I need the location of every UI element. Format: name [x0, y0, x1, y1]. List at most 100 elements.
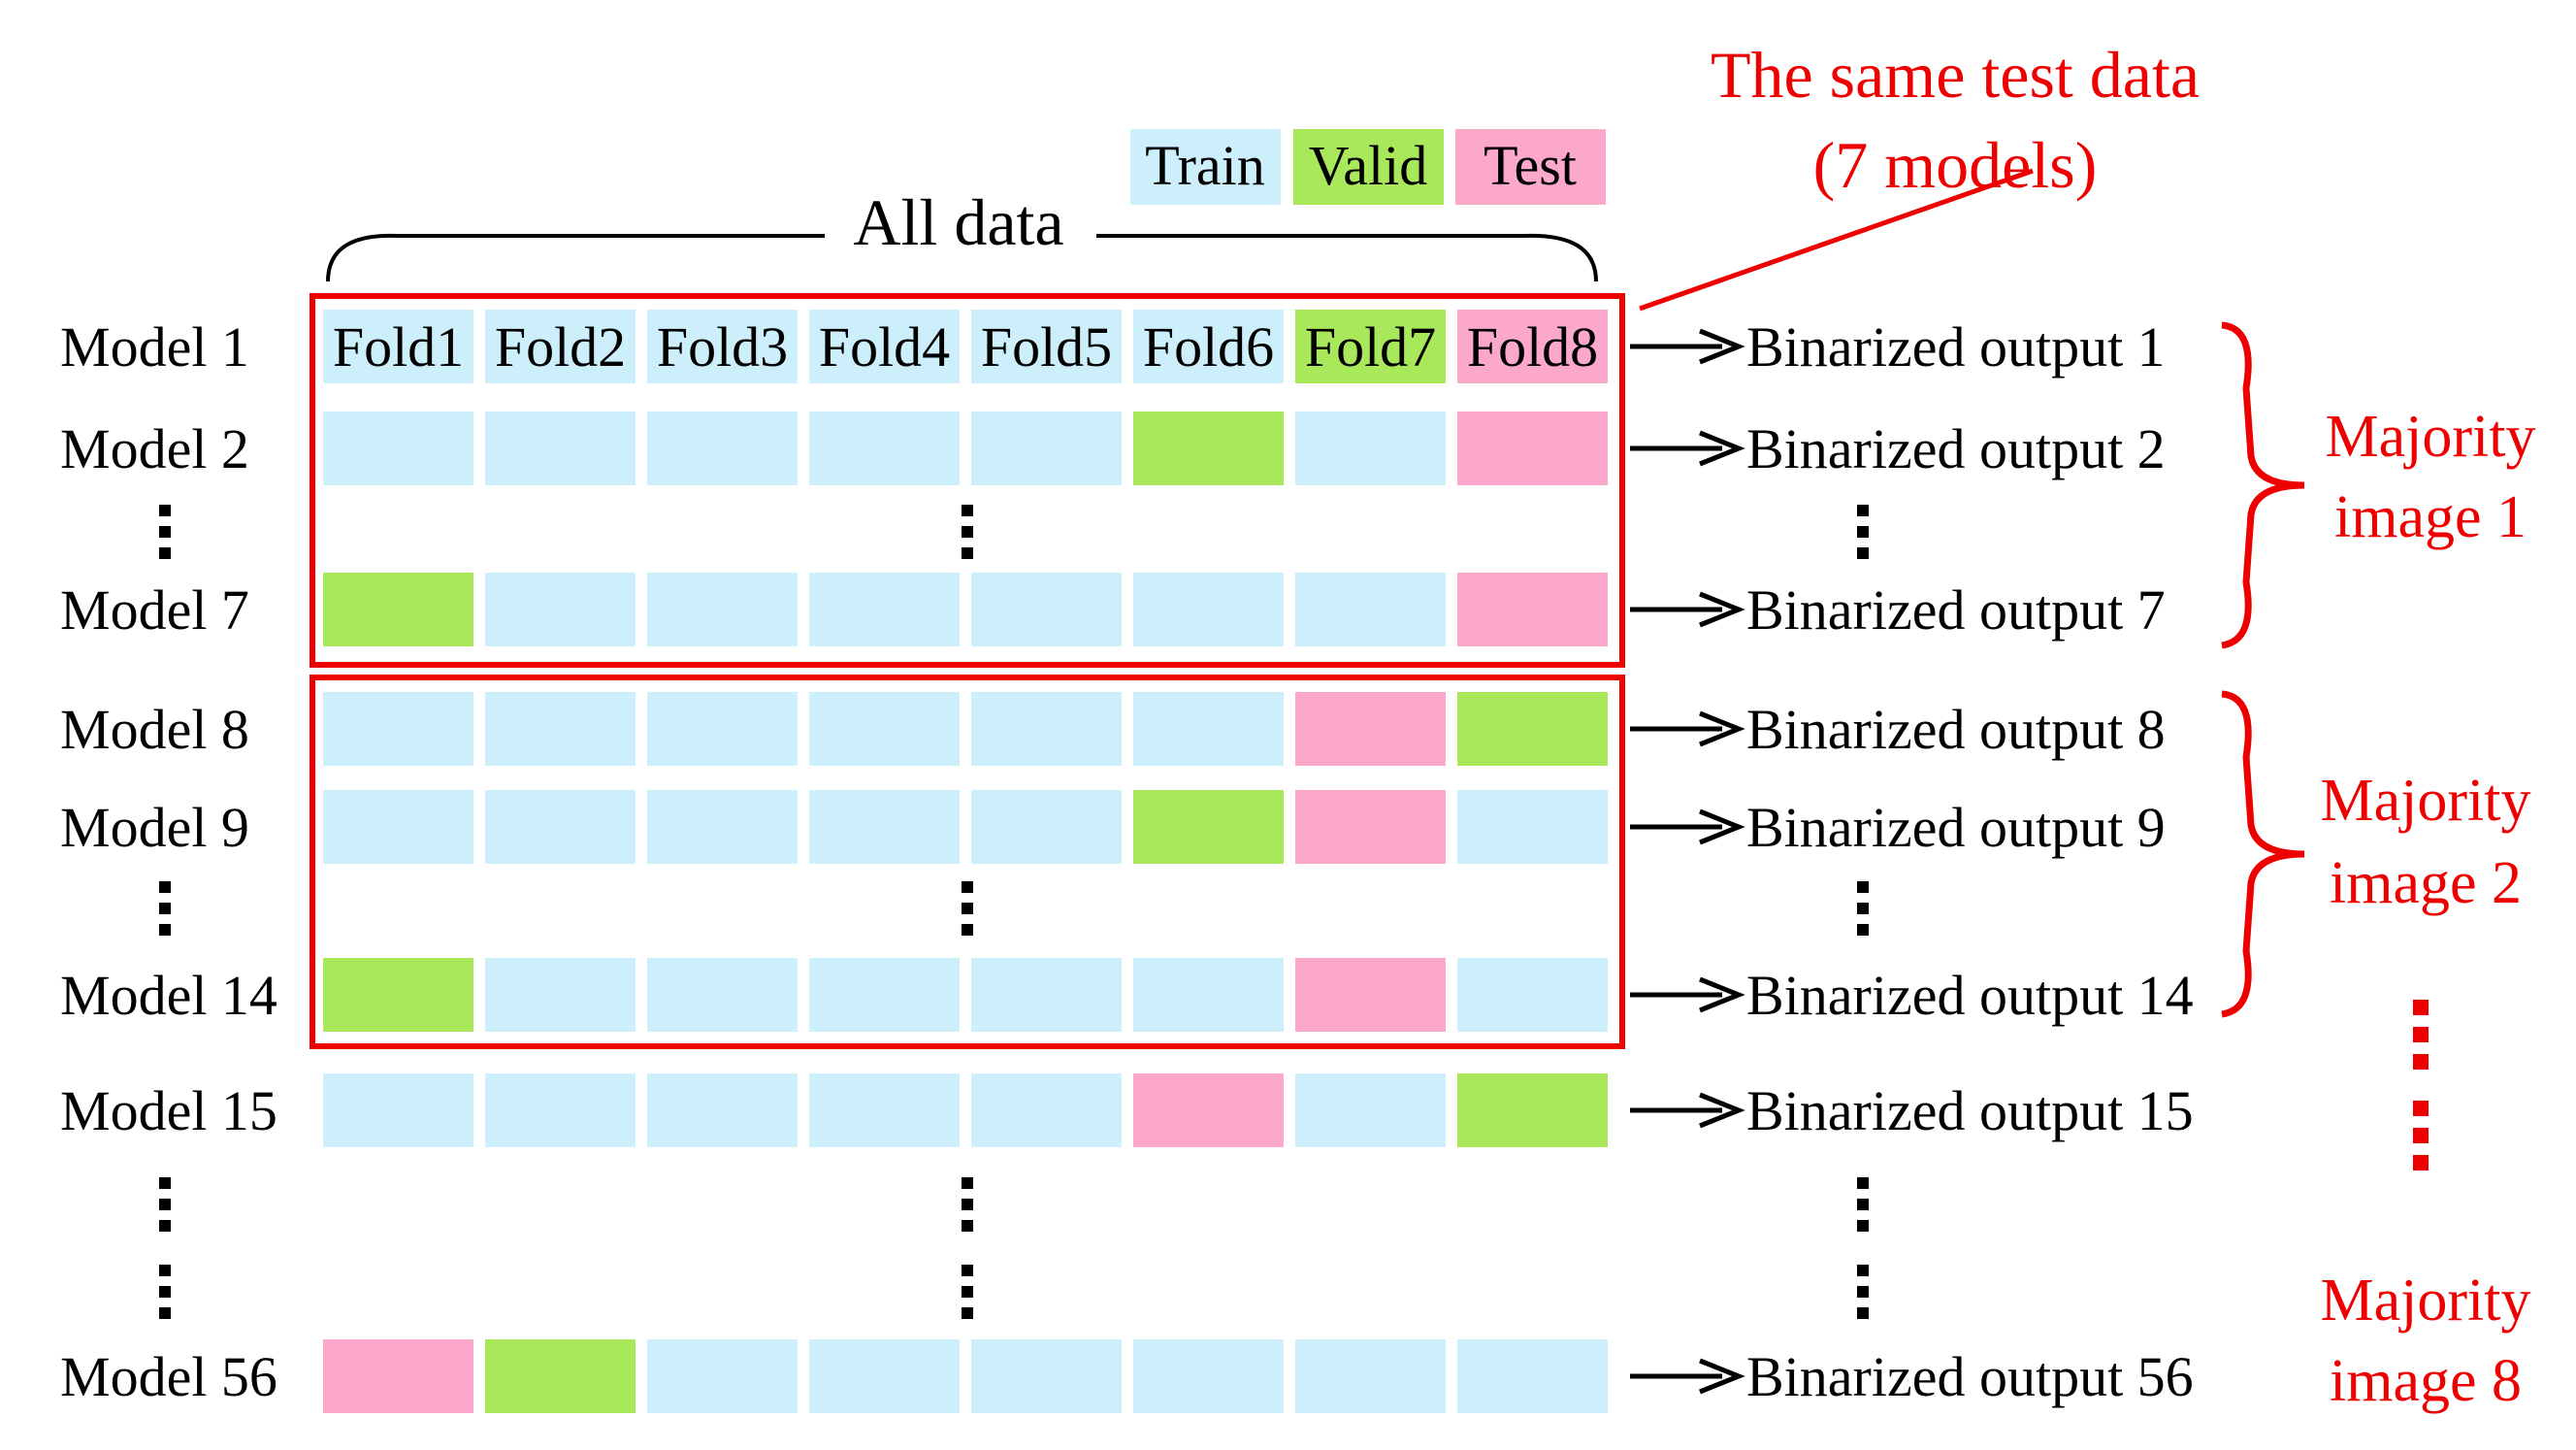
model-label: Model 9 [60, 796, 249, 859]
output-arrow-head [1699, 976, 1745, 1013]
binarized-output-label: Binarized output 1 [1746, 315, 2166, 379]
fold-label: Fold7 [1305, 315, 1436, 379]
vertical-ellipsis [962, 881, 973, 936]
fold-cell-train [647, 1339, 798, 1413]
fold-cell-valid [1457, 1073, 1608, 1147]
fold-cell-valid [485, 1339, 636, 1413]
fold-cell-train [1457, 958, 1608, 1032]
output-arrow-head [1699, 591, 1745, 628]
test-data-callout: The same test data (7 models) [1639, 38, 2200, 312]
vertical-ellipsis [159, 1177, 171, 1232]
vertical-ellipsis [1857, 505, 1869, 559]
fold-cell-valid [323, 958, 473, 1032]
fold-cell-train [971, 573, 1122, 646]
fold-cell-train [809, 310, 960, 383]
fold-cell-train [647, 412, 798, 485]
fold-cell-train [323, 692, 473, 766]
majority-brace-1 [2221, 321, 2305, 649]
binarized-output-label: Binarized output 8 [1746, 698, 2166, 761]
fold-cell-train [323, 412, 473, 485]
vertical-ellipsis [159, 881, 171, 936]
fold-cell-train [1133, 573, 1284, 646]
fold-cell-train [485, 1073, 636, 1147]
fold-cell-train [971, 1073, 1122, 1147]
fold-label: Fold2 [495, 315, 626, 379]
legend-train-swatch [1130, 129, 1281, 205]
callout-line-2: (7 models) [1813, 128, 2098, 202]
fold-cell-train [971, 310, 1122, 383]
vertical-ellipsis [962, 505, 973, 559]
fold-cell-test [1457, 412, 1608, 485]
fold-label: Fold5 [981, 315, 1112, 379]
output-arrow-head [1699, 1358, 1745, 1395]
fold-cell-train [647, 1073, 798, 1147]
fold-cell-valid [1457, 692, 1608, 766]
vertical-ellipsis [159, 505, 171, 559]
binarized-output-label: Binarized output 7 [1746, 578, 2166, 642]
fold-cell-train [1133, 310, 1284, 383]
majority-label-2-line-1: Majority [2321, 768, 2531, 834]
fold-cell-train [809, 790, 960, 864]
fold-cell-train [971, 790, 1122, 864]
callout-pointer-line [1639, 168, 2034, 312]
binarized-output-label: Binarized output 9 [1746, 796, 2166, 859]
fold-cell-train [809, 1339, 960, 1413]
fold-cell-train [1295, 1073, 1446, 1147]
brace-curve-left [326, 233, 825, 282]
fold-cell-test [1457, 310, 1608, 383]
fold-label: Fold1 [333, 315, 464, 379]
legend-test-label: Test [1484, 134, 1577, 197]
model-label: Model 1 [60, 315, 249, 379]
fold-cell-test [1457, 573, 1608, 646]
majority-label-1-line-2: image 1 [2334, 484, 2527, 550]
fold-cell-train [1133, 692, 1284, 766]
fold-label: Fold6 [1143, 315, 1274, 379]
ellipsis-markers [159, 505, 2429, 1319]
majority-label-3-line-2: image 8 [2330, 1348, 2522, 1414]
majority-label-1-line-1: Majority [2326, 404, 2536, 470]
fold-cell-test [323, 1339, 473, 1413]
fold-label: Fold8 [1467, 315, 1598, 379]
model-row: Model 9 Binarized output 9 [60, 790, 2166, 864]
fold-cell-valid [1295, 310, 1446, 383]
model-label: Model 15 [60, 1079, 277, 1142]
fold-cell-train [809, 412, 960, 485]
fold-cell-train [485, 958, 636, 1032]
vertical-ellipsis [1857, 1177, 1869, 1232]
all-data-brace: All data [326, 185, 1598, 282]
fold-cell-test [1295, 692, 1446, 766]
fold-cell-train [971, 692, 1122, 766]
legend: Train Valid Test [1130, 129, 1606, 205]
model-row: Model 2 Binarized output 2 [60, 412, 2166, 485]
all-data-label: All data [853, 185, 1063, 259]
group-box-1 [310, 293, 1625, 668]
binarized-output-label: Binarized output 2 [1746, 417, 2166, 480]
fold-cell-train [323, 310, 473, 383]
majority-labels: Majority image 1 Majority image 2 Majori… [2321, 404, 2536, 1414]
vertical-ellipsis-red [2413, 1000, 2429, 1170]
output-arrow-head [1699, 1092, 1745, 1129]
legend-valid-label: Valid [1309, 134, 1427, 197]
fold-cell-train [1295, 573, 1446, 646]
fold-cell-train [485, 310, 636, 383]
fold-cell-train [485, 412, 636, 485]
output-arrow-head [1699, 328, 1745, 365]
fold-cell-train [647, 310, 798, 383]
fold-cell-test [1295, 790, 1446, 864]
model-label: Model 56 [60, 1345, 277, 1408]
model-label: Model 2 [60, 417, 249, 480]
callout-line-1: The same test data [1711, 38, 2200, 112]
fold-cell-train [323, 790, 473, 864]
output-arrow-head [1699, 710, 1745, 747]
fold-cell-train [647, 958, 798, 1032]
majority-braces [2221, 321, 2305, 1018]
fold-cell-valid [1133, 790, 1284, 864]
fold-cell-train [1133, 958, 1284, 1032]
fold-label: Fold3 [657, 315, 788, 379]
